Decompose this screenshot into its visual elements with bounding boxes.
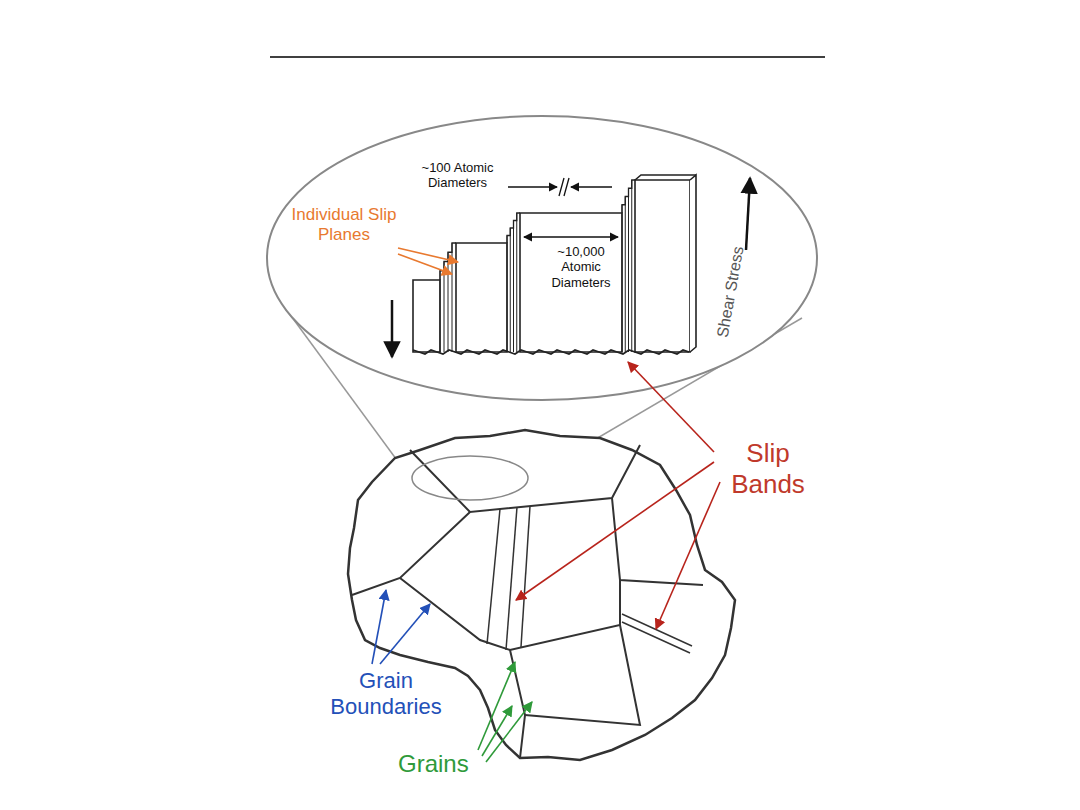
- slip-band-lines: [487, 506, 692, 653]
- leader-arrow: [398, 254, 452, 274]
- slip-plane: [628, 188, 629, 352]
- slip-plane: [452, 243, 453, 352]
- part-label: Grains: [398, 750, 469, 778]
- slip-plane: [507, 236, 508, 353]
- slip-plane: [622, 205, 623, 352]
- slip-block-top: [635, 175, 696, 180]
- dimension-arrow: [571, 186, 612, 187]
- slip-plane: [444, 262, 445, 353]
- leader-arrow: [628, 362, 714, 452]
- slip-block: [635, 180, 690, 352]
- slip-band: [506, 507, 517, 650]
- dimension-tick: [559, 178, 564, 196]
- slip-band: [622, 622, 690, 653]
- dimension-tick: [564, 178, 569, 196]
- slip-plane-lines: [440, 180, 635, 352]
- dimension-label: ~100 Atomic Diameters: [410, 160, 505, 191]
- part-label: Slip Bands: [722, 438, 814, 499]
- leader-arrow: [398, 248, 458, 262]
- slip-plane: [513, 221, 514, 353]
- leader-arrow: [656, 482, 720, 629]
- grain-boundary: [510, 650, 525, 758]
- slip-plane: [625, 197, 626, 353]
- slip-block: [520, 213, 622, 352]
- part-label: Individual Slip Planes: [290, 205, 398, 245]
- leader-arrow: [478, 662, 515, 750]
- slip-plane: [516, 213, 517, 352]
- shear-arrow: [746, 178, 750, 250]
- slip-band: [487, 509, 500, 644]
- part-label: Grain Boundaries: [322, 668, 450, 720]
- leader-arrow: [380, 604, 430, 664]
- slip-plane: [510, 228, 511, 352]
- slip-steps: [413, 175, 696, 352]
- slip-block: [456, 243, 507, 352]
- slip-band: [622, 614, 692, 646]
- slip-plane: [631, 180, 632, 352]
- grain-boundary: [525, 625, 640, 725]
- dimension-arrow: [508, 186, 557, 187]
- leader-arrow: [372, 590, 386, 664]
- slip-plane-steps: [507, 213, 520, 243]
- grain-boundary: [612, 498, 703, 585]
- slip-block: [413, 280, 440, 352]
- slip-block-side: [690, 175, 696, 352]
- slip-plane: [448, 252, 449, 352]
- leader-arrow: [516, 462, 714, 600]
- shear-arrow: [391, 300, 394, 357]
- dimension-arrow: [524, 236, 618, 237]
- slip-plane-steps: [622, 180, 635, 213]
- leader-arrow: [486, 702, 532, 762]
- fracture-edge: [413, 350, 689, 354]
- grain-boundary: [410, 445, 640, 512]
- top-rule: [270, 56, 825, 58]
- slip-plane: [440, 271, 441, 352]
- magnified-view: [267, 116, 817, 400]
- slip-band: [521, 506, 530, 647]
- grain-boundary: [352, 512, 470, 595]
- magnifier-circle: [412, 456, 528, 500]
- dimension-label: ~10,000 Atomic Diameters: [544, 244, 618, 290]
